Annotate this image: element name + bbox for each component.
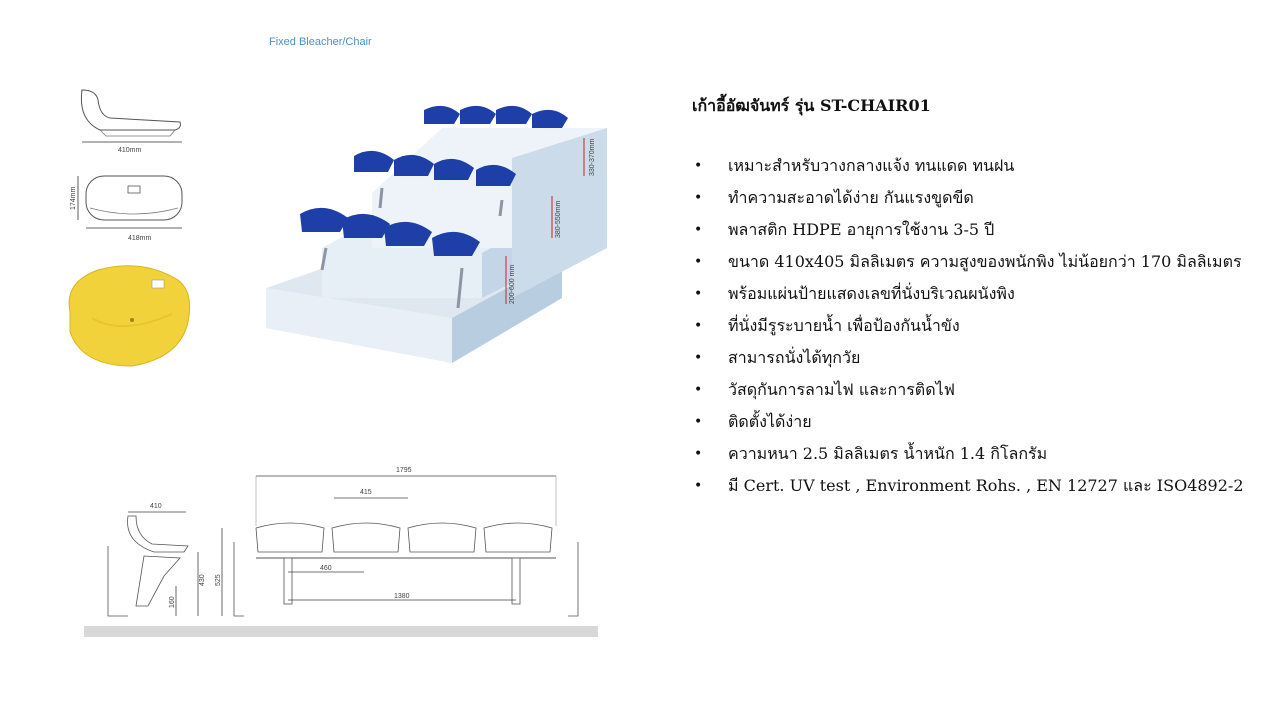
total-width-label: 1795: [396, 467, 412, 474]
seat-pitch-label: 415: [360, 489, 372, 496]
yellow-seat-image: [68, 265, 191, 367]
feature-item: •ความหนา 2.5 มิลลิเมตร น้ำหนัก 1.4 กิโลก…: [694, 444, 1048, 463]
feature-item: •สามารถนั่งได้ทุกวัย: [694, 348, 861, 367]
feature-item: •ขนาด 410x405 มิลลิเมตร ความสูงของพนักพิ…: [694, 252, 1242, 271]
feature-item: •พลาสติก HDPE อายุการใช้งาน 3-5 ปี: [694, 220, 995, 239]
front-width-label: 410: [150, 503, 162, 510]
seat-profile-drawings: 410mm 418mm 174mm: [70, 89, 183, 242]
top-height-label: 174mm: [70, 186, 77, 210]
feature-item: •ที่นั่งมีรูระบายน้ำ เพื่อป้องกันน้ำขัง: [694, 316, 960, 335]
bleacher-illustration: 330-370mm 380-550mm 200-600 mm: [266, 105, 607, 363]
front-h430-label: 430: [199, 574, 206, 586]
step2-label: 380-550mm: [555, 200, 562, 238]
feature-list: •เหมาะสำหรับวางกลางแจ้ง ทนแดด ทนฝน •ทำคว…: [692, 150, 1252, 502]
feature-item: •ติดตั้งได้ง่าย: [694, 412, 812, 431]
figure-caption: Fixed Bleacher/Chair: [269, 36, 372, 48]
product-title: เก้าอี้อัฒจันทร์ รุ่น ST-CHAIR01: [692, 96, 931, 115]
feature-item: •เหมาะสำหรับวางกลางแจ้ง ทนแดด ทนฝน: [694, 156, 1015, 175]
feature-item: •มี Cert. UV test , Environment Rohs. , …: [694, 476, 1244, 495]
feature-item: •วัสดุกันการลามไฟ และการติดไฟ: [694, 380, 955, 399]
feature-item: •ทำความสะอาดได้ง่าย กันแรงขูดขีด: [694, 188, 974, 207]
front-h525-label: 525: [215, 574, 222, 586]
leg-offset-label: 460: [320, 565, 332, 572]
feature-item: •พร้อมแผ่นป้ายแสดงเลขที่นั่งบริเวณผนังพิ…: [694, 284, 1015, 303]
side-width-label: 410mm: [118, 147, 142, 154]
floor-bar: [84, 626, 598, 637]
front-h160-label: 160: [169, 596, 176, 608]
leg-span-label: 1380: [394, 593, 410, 600]
step1-label: 330-370mm: [589, 138, 596, 176]
step3-label: 200-600 mm: [509, 265, 516, 304]
top-width-label: 418mm: [128, 235, 152, 242]
technical-drawing: 410 525 430 160 1795 415 460 1380: [84, 467, 598, 637]
